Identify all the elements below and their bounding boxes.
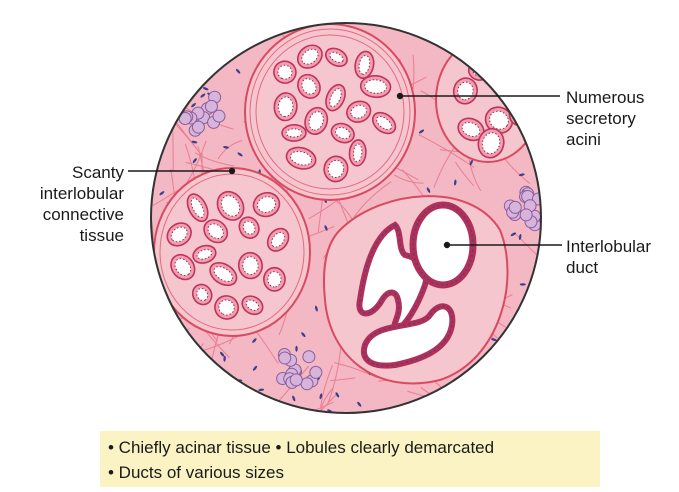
nucleus <box>157 346 162 352</box>
acinus <box>493 75 519 92</box>
fibre <box>138 384 191 407</box>
tissue-section <box>124 23 574 453</box>
nucleus <box>487 36 493 39</box>
nucleus <box>168 366 174 371</box>
fat-cell <box>279 352 291 364</box>
nucleus <box>539 165 545 171</box>
nucleus <box>542 314 548 318</box>
fibre <box>503 336 536 343</box>
nucleus <box>535 357 541 359</box>
fibre <box>515 57 539 71</box>
nucleus <box>536 83 540 89</box>
nucleus <box>177 65 183 70</box>
fibre <box>510 66 520 98</box>
label-line: interlobular <box>6 183 124 204</box>
fibre <box>162 30 204 73</box>
fibre <box>176 376 198 415</box>
nucleus <box>189 47 195 52</box>
lobule-top-right <box>436 38 540 162</box>
fat-cell <box>509 201 521 213</box>
nucleus <box>221 45 227 50</box>
label-numerous-secretory-acini: Numerous secretory acini <box>566 87 644 150</box>
acinus <box>485 45 515 72</box>
label-line: Interlobular <box>566 236 651 257</box>
nucleus <box>520 311 526 314</box>
nucleus <box>509 335 515 339</box>
nucleus <box>180 46 186 50</box>
fibre <box>182 386 226 427</box>
caption-box: • Chiefly acinar tissue • Lobules clearl… <box>100 431 600 487</box>
nucleus <box>162 37 168 40</box>
nucleus <box>427 32 430 38</box>
nucleus <box>156 406 161 412</box>
nucleus <box>190 84 196 88</box>
label-line: acini <box>566 129 644 150</box>
nucleus <box>458 399 462 405</box>
fibre <box>190 366 220 391</box>
nucleus <box>475 407 481 412</box>
nucleus <box>545 387 548 393</box>
fat-cell <box>205 100 217 112</box>
nucleus <box>200 370 206 376</box>
label-line: connective <box>6 204 124 225</box>
fibre <box>530 26 551 57</box>
nucleus <box>154 332 160 338</box>
fibre <box>191 343 204 365</box>
label-interlobular-duct: Interlobular duct <box>566 236 651 278</box>
fibre <box>157 332 169 384</box>
fat-cell <box>213 110 225 122</box>
acinus <box>264 268 285 291</box>
nucleus <box>459 48 465 51</box>
nucleus <box>189 29 195 34</box>
nucleus <box>515 396 521 400</box>
fat-cell <box>303 351 315 363</box>
lobule-left <box>154 168 310 336</box>
fibre <box>160 26 217 57</box>
nucleus <box>154 323 158 329</box>
label-scanty-interlobular-connective-tissue: Scanty interlobular connective tissue <box>6 162 124 246</box>
label-line: secretory <box>566 108 644 129</box>
acinus <box>282 125 306 142</box>
caption-line-1: • Chiefly acinar tissue • Lobules clearl… <box>108 438 494 458</box>
nucleus <box>252 30 258 35</box>
nucleus <box>489 377 495 383</box>
nucleus <box>244 390 250 395</box>
fibre <box>537 373 561 394</box>
lobule-top <box>245 24 415 200</box>
fibre <box>183 52 214 73</box>
label-line: tissue <box>6 225 124 246</box>
fibre <box>247 406 288 433</box>
label-line: duct <box>566 257 651 278</box>
fat-cell <box>520 209 532 221</box>
nucleus <box>542 276 546 282</box>
nucleus <box>510 100 516 104</box>
nucleus <box>425 31 431 35</box>
fibre <box>535 263 554 296</box>
fat-cell <box>290 374 302 386</box>
fat-cell <box>301 378 313 390</box>
fibre <box>176 33 183 91</box>
caption-line-2: • Ducts of various sizes <box>108 463 284 483</box>
fibre <box>421 387 467 417</box>
nucleus <box>522 118 528 124</box>
nucleus <box>457 382 463 386</box>
fibre <box>150 329 190 339</box>
fibre <box>153 320 161 374</box>
nucleus <box>295 346 297 352</box>
label-line: Scanty <box>6 162 124 183</box>
fat-cell <box>310 366 322 378</box>
fibre <box>170 368 181 408</box>
label-line: Numerous <box>566 87 644 108</box>
nucleus <box>513 97 519 103</box>
nucleus <box>479 400 485 406</box>
